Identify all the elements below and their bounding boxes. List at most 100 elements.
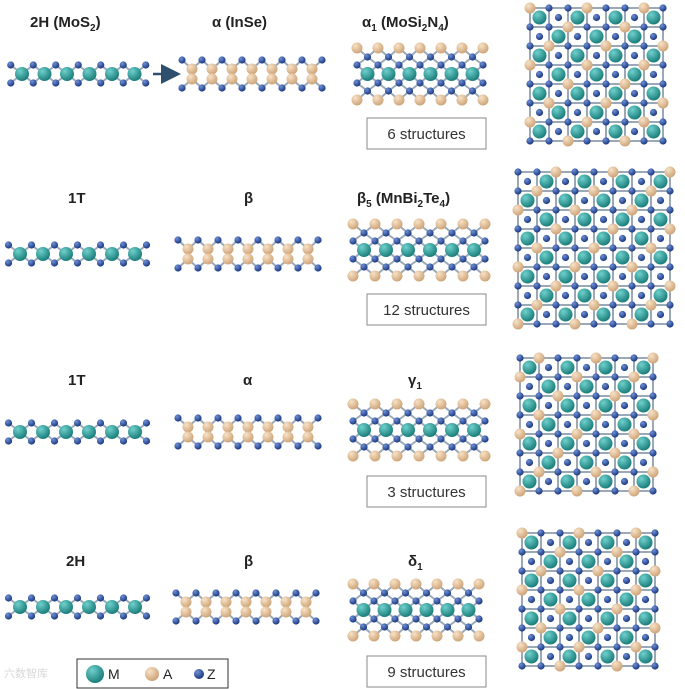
a-atom xyxy=(282,253,294,265)
m-atom xyxy=(379,243,393,257)
a-atom xyxy=(369,270,381,282)
z-atom xyxy=(533,320,541,328)
a-atom xyxy=(202,421,214,433)
z-atom xyxy=(516,392,524,400)
z-atom xyxy=(459,435,467,443)
z-atom xyxy=(621,118,629,126)
a-atom xyxy=(516,641,528,653)
z-atom xyxy=(666,244,674,252)
a-atom xyxy=(389,578,401,590)
a-atom xyxy=(611,546,623,558)
z-atom xyxy=(142,419,151,427)
z-atom xyxy=(481,255,489,263)
z-atom xyxy=(96,612,105,620)
a-atom xyxy=(240,606,252,618)
z-atom xyxy=(416,61,424,69)
z-atom xyxy=(349,417,357,425)
z-atom xyxy=(545,23,553,31)
structures-box-row3: 3 structures xyxy=(366,475,487,508)
a-atom xyxy=(626,318,638,330)
z-atom xyxy=(525,458,534,467)
z-atom xyxy=(278,84,286,92)
a-atom xyxy=(369,398,381,410)
a-atom xyxy=(514,428,526,440)
z-atom xyxy=(630,392,638,400)
m-atom xyxy=(551,67,566,82)
m-atom xyxy=(524,535,539,550)
m-atom xyxy=(577,250,592,265)
row1-label-col3: α1 (MoSi2N4) xyxy=(362,14,449,34)
a-atom xyxy=(533,466,545,478)
z-atom xyxy=(404,229,412,237)
m-atom xyxy=(634,269,649,284)
z-atom xyxy=(571,301,579,309)
z-atom xyxy=(659,4,667,12)
z-atom xyxy=(274,236,282,244)
z-atom xyxy=(234,236,242,244)
m-atom xyxy=(465,67,480,81)
a-atom xyxy=(516,584,528,596)
a-atom xyxy=(550,223,562,235)
z-atom xyxy=(590,168,598,176)
a-atom xyxy=(266,63,278,75)
m-atom xyxy=(646,124,661,139)
m-atom xyxy=(13,600,27,614)
a-atom xyxy=(222,421,234,433)
z-atom xyxy=(618,272,627,281)
z-atom xyxy=(565,557,574,566)
a-atom xyxy=(638,2,650,14)
z-atom xyxy=(656,310,665,319)
z-atom xyxy=(518,567,526,575)
z-atom xyxy=(609,320,617,328)
m-atom xyxy=(59,600,73,614)
a-atom xyxy=(347,218,359,230)
a-atom xyxy=(581,2,593,14)
z-atom xyxy=(527,557,536,566)
z-atom xyxy=(395,61,403,69)
z-atom xyxy=(632,605,640,613)
z-atom xyxy=(583,99,591,107)
z-atom xyxy=(592,487,600,495)
a-atom xyxy=(180,596,192,608)
a-atom xyxy=(524,116,536,128)
m-atom xyxy=(581,630,596,645)
z-atom xyxy=(526,23,534,31)
z-atom xyxy=(238,56,246,64)
z-atom xyxy=(537,586,545,594)
a-atom xyxy=(262,421,274,433)
z-atom xyxy=(174,442,182,450)
z-atom xyxy=(73,419,82,427)
a-atom xyxy=(347,578,359,590)
z-atom xyxy=(4,594,13,602)
z-atom xyxy=(518,662,526,670)
z-atom xyxy=(363,87,372,95)
a-atom xyxy=(260,596,272,608)
z-atom xyxy=(518,624,526,632)
z-atom xyxy=(659,118,667,126)
a-atom xyxy=(473,578,485,590)
z-atom xyxy=(594,605,602,613)
z-atom xyxy=(556,643,564,651)
a-atom xyxy=(347,398,359,410)
z-atom xyxy=(564,4,572,12)
z-atom xyxy=(542,310,551,319)
z-atom xyxy=(651,548,659,556)
z-atom xyxy=(554,89,563,98)
a-atom xyxy=(200,606,212,618)
z-atom xyxy=(573,392,581,400)
z-atom xyxy=(194,414,202,422)
z-atom xyxy=(514,282,522,290)
z-atom xyxy=(533,282,541,290)
m-atom xyxy=(539,250,554,265)
z-atom xyxy=(575,624,583,632)
m-atom xyxy=(444,67,459,81)
a-atom xyxy=(531,185,543,197)
z-atom xyxy=(554,487,562,495)
m-atom-icon xyxy=(86,665,104,683)
a-atom xyxy=(435,42,447,54)
m-atom xyxy=(598,474,613,489)
z-atom xyxy=(422,623,431,631)
z-atom xyxy=(318,84,326,92)
a-atom xyxy=(569,318,581,330)
